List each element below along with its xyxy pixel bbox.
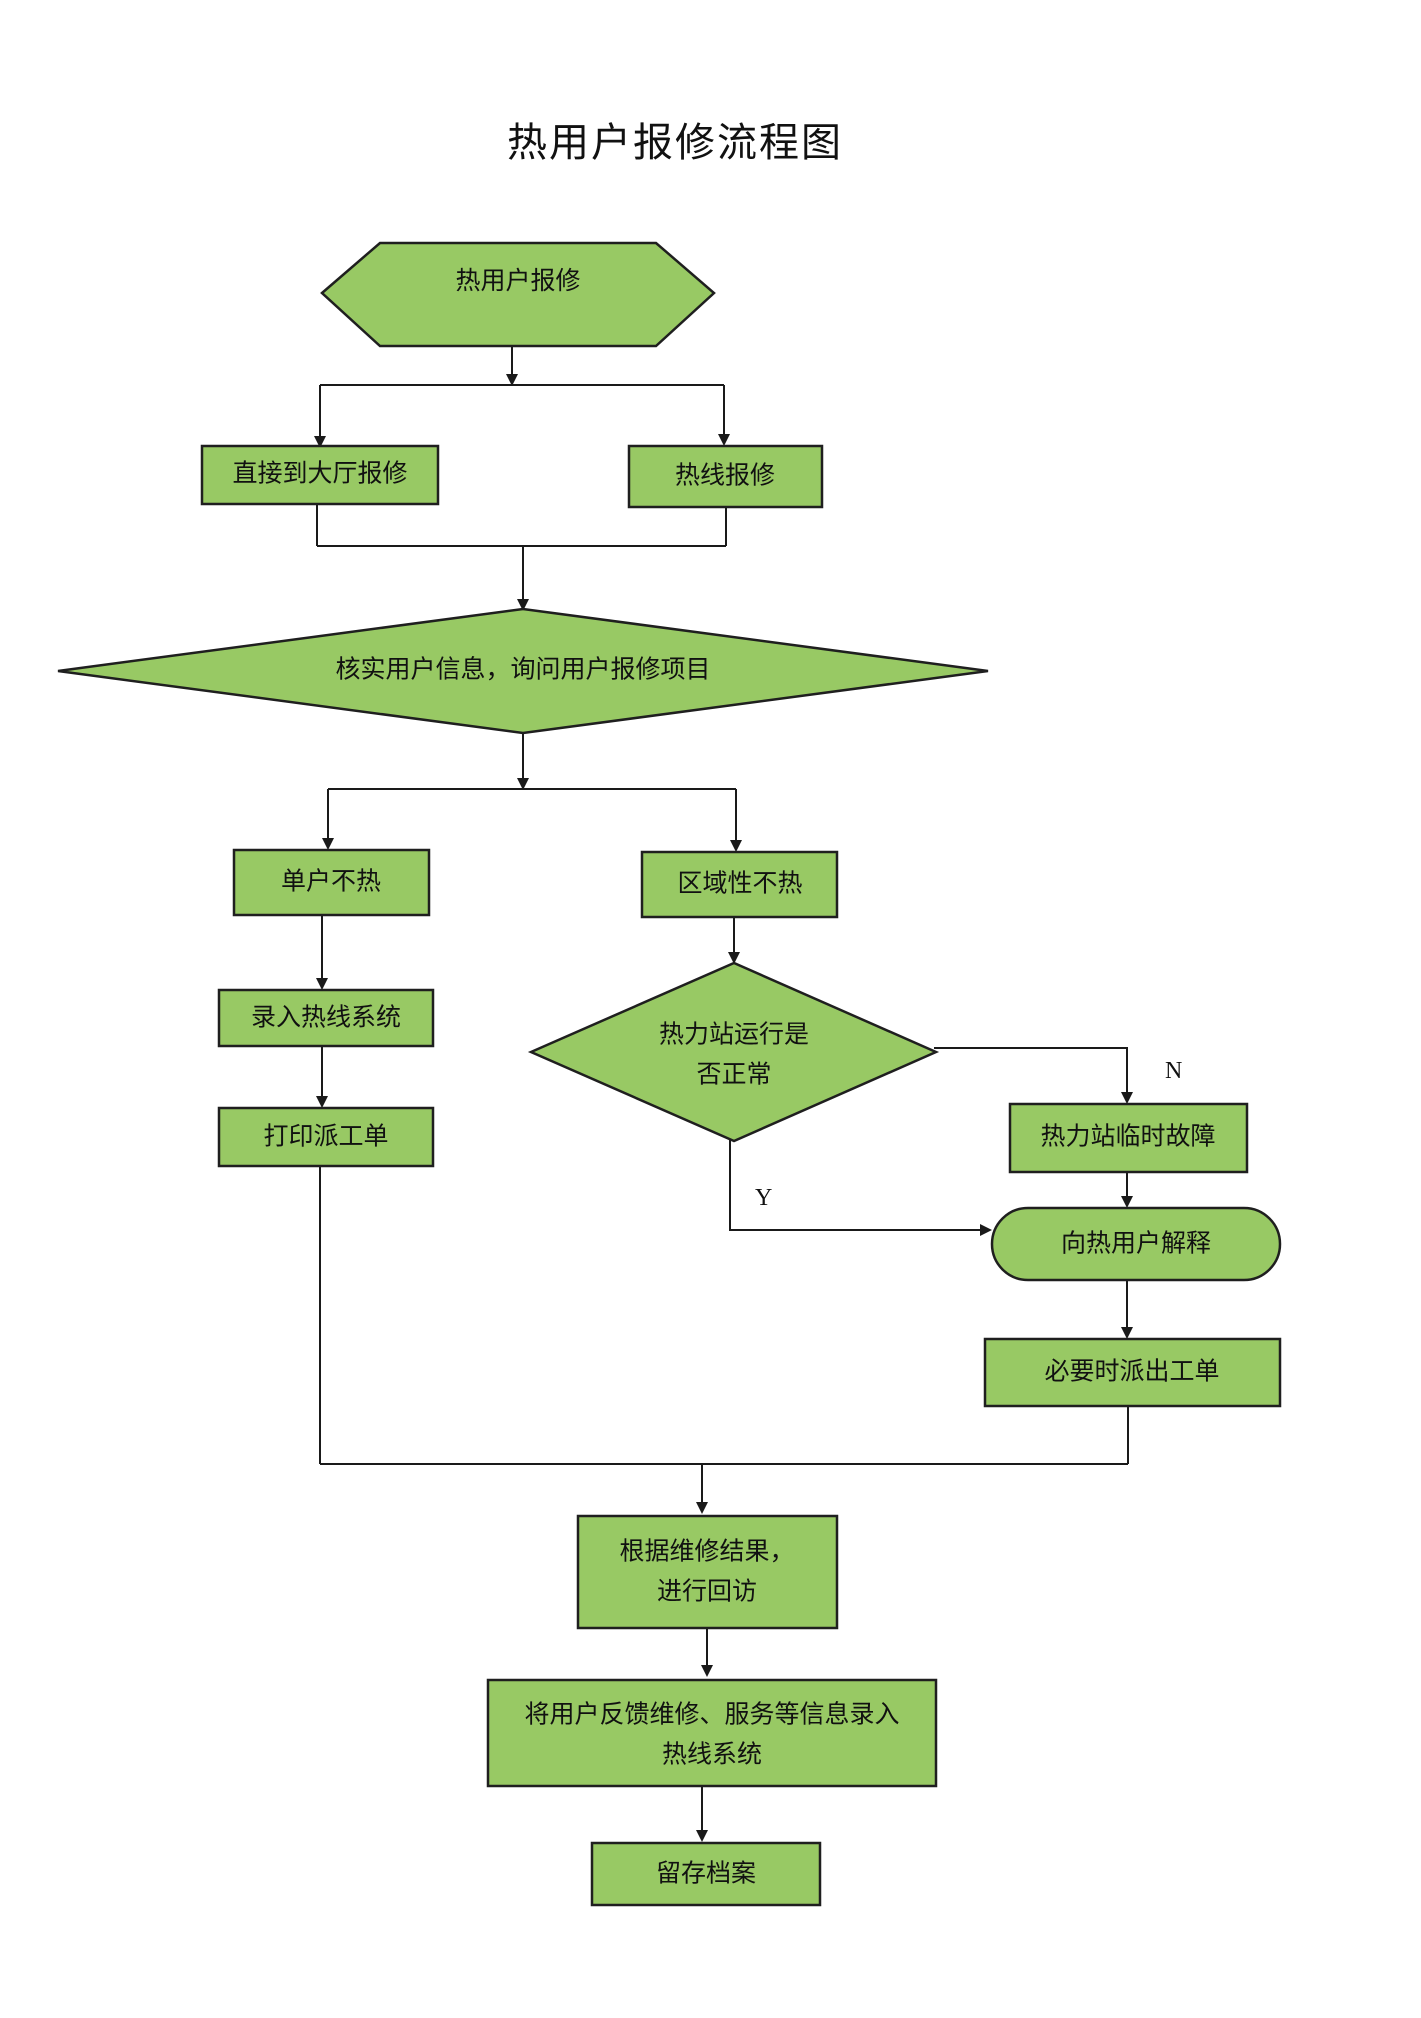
record-feedback-label-2: 热线系统 — [662, 1740, 762, 1769]
diagram-title: 热用户报修流程图 — [507, 120, 843, 166]
start-label: 热用户报修 — [455, 266, 580, 295]
print-order-node: 打印派工单 — [217, 1106, 435, 1168]
verify-node: 核实用户信息，询问用户报修项目 — [57, 607, 989, 735]
revisit-node: 根据维修结果， 进行回访 — [576, 1514, 839, 1630]
archive-label: 留存档案 — [656, 1859, 756, 1888]
hotline-label: 热线报修 — [675, 461, 775, 490]
input-system-label: 录入热线系统 — [251, 1003, 401, 1032]
revisit-label-1: 根据维修结果， — [619, 1537, 794, 1566]
station-fault-label: 热力站临时故障 — [1040, 1122, 1215, 1151]
station-fault-node: 热力站临时故障 — [1008, 1102, 1249, 1174]
edge-check-no — [934, 1047, 1133, 1104]
verify-label: 核实用户信息，询问用户报修项目 — [335, 655, 710, 684]
dispatch-if-needed-node: 必要时派出工单 — [983, 1337, 1282, 1408]
station-check-label-1: 热力站运行是 — [659, 1020, 809, 1049]
hotline-node: 热线报修 — [627, 444, 824, 509]
edge-label-yes: Y — [755, 1185, 772, 1211]
start-node: 热用户报修 — [320, 241, 716, 348]
hall-node: 直接到大厅报修 — [200, 444, 440, 506]
archive-node: 留存档案 — [590, 1841, 822, 1907]
single-node: 单户不热 — [232, 848, 431, 917]
station-check-label-2: 否正常 — [696, 1060, 771, 1089]
explain-label: 向热用户解释 — [1061, 1229, 1211, 1258]
record-feedback-node: 将用户反馈维修、服务等信息录入 热线系统 — [486, 1678, 938, 1788]
edge-label-no: N — [1165, 1058, 1182, 1084]
explain-node: 向热用户解释 — [990, 1206, 1282, 1282]
print-order-label: 打印派工单 — [263, 1122, 388, 1151]
regional-node: 区域性不热 — [640, 850, 839, 919]
dispatch-if-needed-label: 必要时派出工单 — [1044, 1357, 1219, 1386]
hall-label: 直接到大厅报修 — [232, 459, 407, 488]
record-feedback-label-1: 将用户反馈维修、服务等信息录入 — [524, 1700, 899, 1729]
input-system-node: 录入热线系统 — [217, 988, 435, 1048]
station-check-node: 热力站运行是 否正常 — [527, 961, 940, 1143]
edge-check-yes — [729, 1140, 992, 1236]
single-label: 单户不热 — [281, 867, 381, 896]
regional-label: 区域性不热 — [677, 869, 802, 898]
revisit-label-2: 进行回访 — [657, 1577, 757, 1606]
edges — [314, 346, 1133, 1842]
